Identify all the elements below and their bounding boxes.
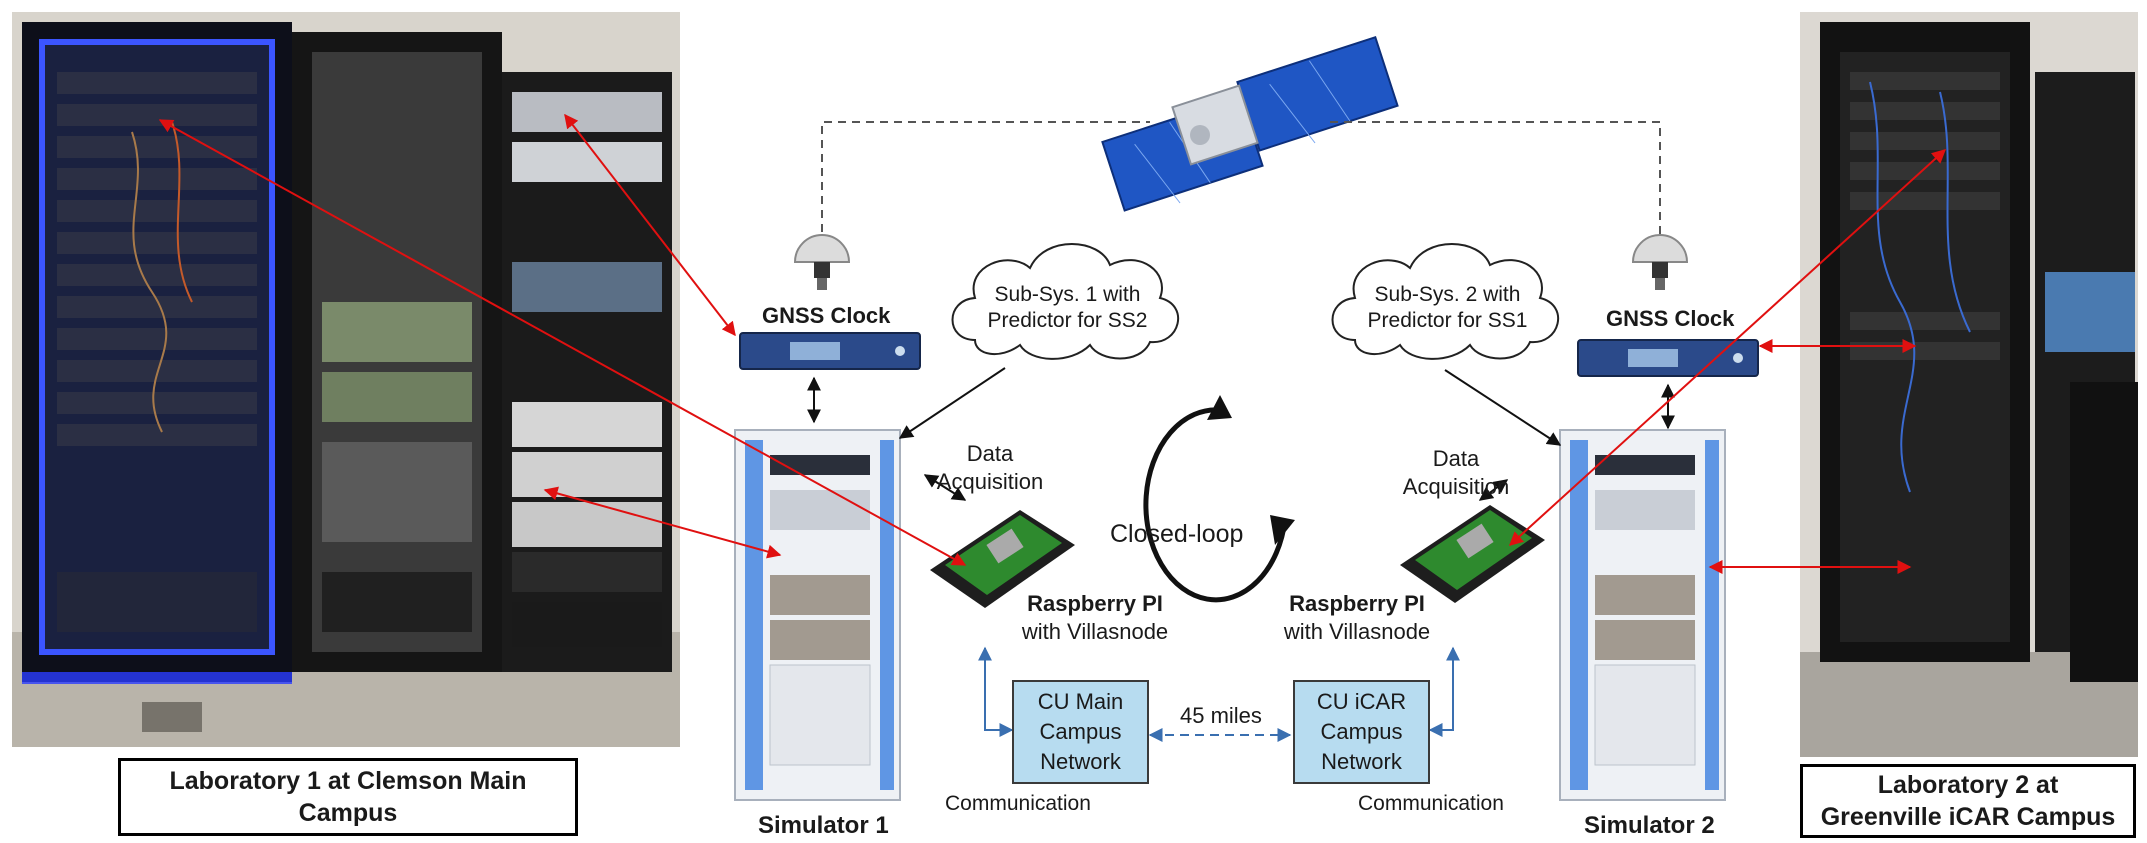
cloud-subsys2-line1: Sub-Sys. 2 with	[1374, 283, 1521, 306]
communication-right-label: Communication	[1358, 792, 1504, 815]
cloud-subsys1	[951, 243, 1179, 360]
raspberry-pi-right-icon	[1400, 505, 1545, 603]
gnss-antenna-right-icon	[1631, 234, 1689, 290]
network-cu-main-box: CU Main Campus Network	[1012, 680, 1149, 784]
simulator1-label: Simulator 1	[758, 812, 889, 839]
rpi1-line2: with Villasnode	[1021, 619, 1169, 644]
cloud-subsys2-text: Sub-Sys. 2 with Predictor for SS1	[1355, 282, 1540, 334]
lab1-caption-line1: Laboratory 1 at Clemson Main	[169, 767, 527, 795]
lab2-caption-line1: Laboratory 2 at	[1877, 771, 2059, 799]
cloud-subsys1-line2: Predictor for SS2	[987, 309, 1148, 332]
rpi1-label: Raspberry PI with Villasnode	[1000, 590, 1190, 646]
gnss-antenna-left-icon	[793, 234, 851, 290]
lab2-caption: Laboratory 2 at Greenville iCAR Campus	[1800, 764, 2136, 838]
cloud-subsys1-line1: Sub-Sys. 1 with	[994, 283, 1141, 306]
sync-line-right	[1330, 121, 1661, 260]
cloud-subsys2-line2: Predictor for SS1	[1367, 309, 1528, 332]
communication-left-label: Communication	[945, 792, 1091, 815]
simulator1-cabinet	[734, 429, 901, 801]
net1-line2: Campus	[1039, 719, 1122, 744]
net2-line1: CU iCAR	[1316, 689, 1407, 714]
rpi1-line1: Raspberry PI	[1027, 591, 1163, 616]
distance-label: 45 miles	[1180, 703, 1262, 728]
simulator2-label: Simulator 2	[1584, 812, 1715, 839]
lab1-caption-line2: Campus	[298, 799, 398, 827]
daq2-line1: Data	[1432, 446, 1480, 471]
net2-line2: Campus	[1320, 719, 1403, 744]
cloud-subsys1-text: Sub-Sys. 1 with Predictor for SS2	[975, 282, 1160, 334]
daq2-line2: Acquisition	[1402, 474, 1510, 499]
daq1-line1: Data	[966, 441, 1014, 466]
closed-loop-label: Closed-loop	[1110, 520, 1244, 548]
net1-line1: CU Main	[1037, 689, 1124, 714]
closed-loop-arrow	[1143, 407, 1288, 603]
gnss-clock-left-label: GNSS Clock	[762, 303, 891, 328]
simulator2-cabinet	[1559, 429, 1726, 801]
net1-line3: Network	[1040, 749, 1121, 774]
rpi2-line1: Raspberry PI	[1289, 591, 1425, 616]
satellite-icon	[1101, 35, 1399, 212]
lab1-caption: Laboratory 1 at Clemson Main Campus	[118, 758, 578, 836]
daq1-label: Data Acquisition	[920, 440, 1060, 496]
lab2-caption-line2: Greenville iCAR Campus	[1820, 803, 2116, 831]
daq2-label: Data Acquisition	[1386, 445, 1526, 501]
network-cu-icar-box: CU iCAR Campus Network	[1293, 680, 1430, 784]
net2-line3: Network	[1321, 749, 1402, 774]
gnss-clock-left-device	[739, 332, 921, 370]
rpi2-label: Raspberry PI with Villasnode	[1262, 590, 1452, 646]
rpi2-line2: with Villasnode	[1283, 619, 1431, 644]
raspberry-pi-left-icon	[930, 510, 1075, 608]
sync-line-left	[821, 121, 1150, 260]
gnss-clock-right-label: GNSS Clock	[1606, 306, 1735, 331]
daq1-line2: Acquisition	[936, 469, 1044, 494]
